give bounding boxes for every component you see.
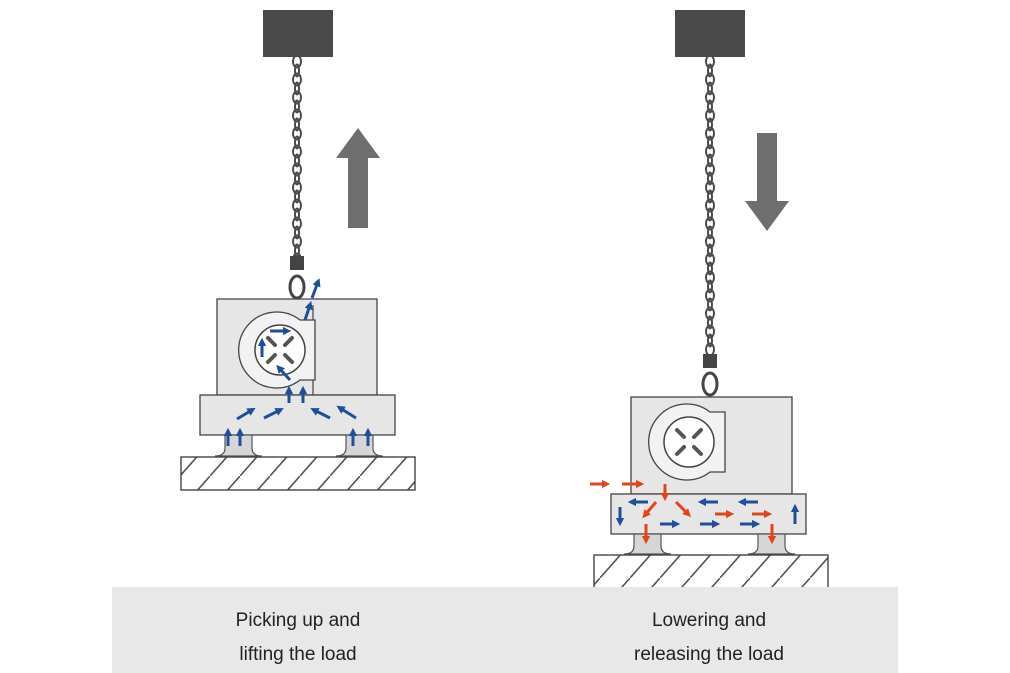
chain-link	[707, 81, 713, 96]
chain-link	[707, 153, 713, 168]
chain-link	[705, 180, 715, 195]
chain-link	[707, 63, 713, 78]
chain-link	[707, 297, 713, 312]
caption-right-line2: releasing the load	[634, 644, 784, 665]
caption-right-line1: Lowering and	[651, 610, 767, 631]
chain-link	[707, 243, 713, 258]
chain-link	[705, 288, 715, 303]
chain-link	[705, 54, 715, 69]
chain-link	[294, 171, 300, 186]
chain-link	[292, 90, 302, 105]
chain-link	[707, 99, 713, 114]
fan-blades-right	[675, 428, 703, 456]
hook-ring-left	[288, 274, 306, 300]
hook-connector-right	[703, 354, 717, 368]
crane-block-right	[675, 10, 745, 57]
release-flow-arrows-right	[590, 479, 777, 545]
down-arrow-icon	[745, 133, 789, 231]
chain-link	[705, 198, 715, 213]
chain-link	[705, 108, 715, 123]
chain-link	[292, 180, 302, 195]
chain-link	[294, 207, 300, 222]
crane-block-left	[263, 10, 333, 57]
chain-link	[292, 198, 302, 213]
chain-link	[292, 144, 302, 159]
chain-link	[294, 99, 300, 114]
chain-link	[705, 144, 715, 159]
air-flow-arrows-left	[223, 278, 373, 446]
chain-link	[294, 63, 300, 78]
chain-link	[707, 207, 713, 222]
chain-link	[294, 135, 300, 150]
suction-cup-left-2	[335, 434, 384, 457]
chain-link	[705, 342, 715, 357]
chain-link	[705, 90, 715, 105]
up-arrow-icon	[336, 128, 380, 228]
chain-link	[707, 225, 713, 240]
chain-link	[294, 153, 300, 168]
chain-link	[705, 252, 715, 267]
chain-right	[705, 54, 715, 357]
chain-link	[705, 324, 715, 339]
chain-link	[707, 135, 713, 150]
chain-link	[292, 126, 302, 141]
chain-link	[707, 189, 713, 204]
chain-link	[292, 162, 302, 177]
chain-link	[707, 279, 713, 294]
chain-link	[705, 234, 715, 249]
chain-link	[707, 261, 713, 276]
chain-link	[294, 189, 300, 204]
chain-link	[707, 171, 713, 186]
caption-left: Picking up and lifting the load	[168, 604, 428, 672]
caption-right: Lowering and releasing the load	[579, 604, 839, 672]
chain-link	[705, 162, 715, 177]
chain-link	[705, 306, 715, 321]
chain-left	[292, 54, 302, 267]
chain-link	[292, 234, 302, 249]
chain-link	[292, 72, 302, 87]
chain-link	[705, 270, 715, 285]
chain-link	[292, 216, 302, 231]
air-flow-arrows-right	[615, 497, 800, 529]
chain-link	[294, 81, 300, 96]
load-left	[180, 456, 416, 491]
caption-left-line2: lifting the load	[239, 644, 357, 665]
chain-link	[707, 315, 713, 330]
left-panel	[180, 10, 416, 491]
suction-plate-right	[610, 493, 807, 535]
chain-link	[705, 72, 715, 87]
fan-blades-left	[266, 336, 294, 364]
fan-icon-right	[663, 416, 715, 468]
chain-link	[705, 216, 715, 231]
chain-link	[707, 333, 713, 348]
right-panel	[590, 10, 829, 589]
chain-link	[292, 108, 302, 123]
chain-link	[707, 117, 713, 132]
suction-plate-left	[199, 394, 396, 436]
hook-connector-left	[290, 256, 304, 270]
chain-link	[292, 54, 302, 69]
load-right	[593, 554, 829, 589]
chain-link	[294, 225, 300, 240]
chain-link	[294, 117, 300, 132]
hook-ring-right	[701, 371, 719, 397]
caption-left-line1: Picking up and	[235, 610, 361, 631]
chain-link	[705, 126, 715, 141]
caption-bar	[112, 587, 898, 673]
